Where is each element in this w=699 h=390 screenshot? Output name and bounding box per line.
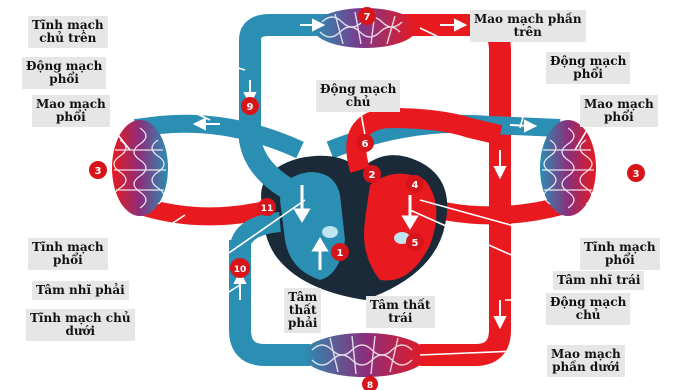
badge-6: 6 [356, 134, 374, 152]
label-tinh-mach-chu-tren: Tĩnh mạch chủ trên [28, 16, 108, 48]
badge-3-left-text: 3 [95, 166, 102, 177]
badge-10: 10 [230, 258, 250, 278]
label-dong-mach-phoi-right: Động mạch phổi [546, 52, 630, 84]
badge-11: 11 [258, 198, 276, 216]
badge-3-right-text: 3 [633, 169, 640, 180]
badge-9: 9 [241, 97, 259, 115]
badge-8-text: 8 [367, 381, 373, 390]
label-tinh-mach-phoi-left: Tĩnh mạch phổi [28, 238, 108, 270]
label-tinh-mach-chu-duoi: Tĩnh mạch chủ dưới [26, 309, 135, 341]
badge-1-text: 1 [337, 248, 344, 259]
badge-3-left: 3 [89, 161, 107, 179]
label-tam-nhi-phai: Tâm nhĩ phải [32, 281, 129, 300]
label-mao-mach-phan-duoi: Mao mạch phần dưới [547, 345, 625, 377]
label-mao-mach-phan-tren: Mao mạch phần trên [470, 10, 586, 42]
label-dong-mach-chu-top: Động mạch chủ [316, 80, 400, 112]
badge-5-text: 5 [412, 238, 419, 249]
badge-4: 4 [406, 175, 424, 193]
badge-8: 8 [362, 376, 378, 390]
badge-11-text: 11 [261, 204, 274, 214]
label-tam-that-trai: Tâm thất trái [366, 296, 435, 328]
badge-2-text: 2 [369, 170, 376, 181]
label-dong-mach-phoi-left: Động mạch phổi [22, 57, 106, 89]
badge-7: 7 [358, 7, 376, 25]
badge-2: 2 [363, 165, 381, 183]
badge-1: 1 [331, 243, 349, 261]
badge-6-text: 6 [362, 139, 369, 150]
badge-3-right: 3 [627, 164, 645, 182]
label-mao-mach-phoi-right: Mao mạch phổi [580, 95, 658, 127]
heart [240, 100, 500, 300]
label-mao-mach-phoi-left: Mao mạch phổi [32, 95, 110, 127]
badge-9-text: 9 [247, 102, 254, 113]
badge-10-text: 10 [234, 265, 247, 275]
label-tinh-mach-phoi-right: Tĩnh mạch phổi [580, 238, 660, 270]
label-tam-nhi-trai: Tâm nhĩ trái [553, 271, 644, 290]
label-tam-that-phai: Tâm thất phải [284, 288, 321, 333]
badge-4-text: 4 [412, 180, 419, 191]
badge-7-text: 7 [364, 12, 371, 23]
badge-5: 5 [406, 233, 424, 251]
label-dong-mach-chu-right: Động mạch chủ [546, 293, 630, 325]
